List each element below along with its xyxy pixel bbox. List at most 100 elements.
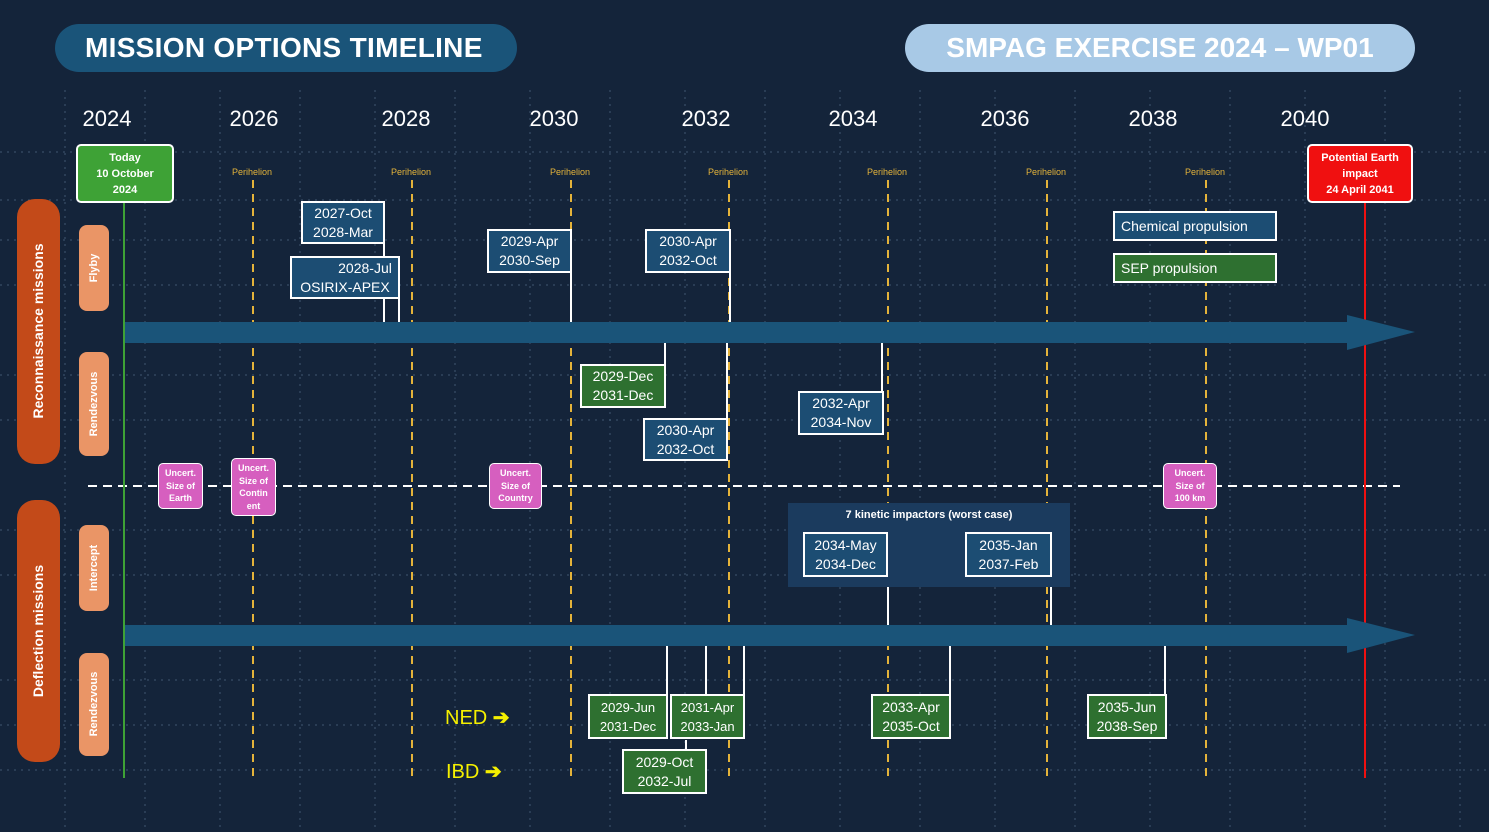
uncertainty-line: Size of bbox=[500, 480, 530, 491]
uncertainty-line: Uncert. bbox=[164, 468, 196, 479]
mission-box: 2033-Apr 2035-Oct bbox=[871, 694, 951, 739]
mission-box: 2029-Apr 2030-Sep bbox=[487, 229, 572, 273]
mission-dates-end: 2032-Oct bbox=[656, 440, 715, 457]
year-label: 2024 bbox=[82, 106, 132, 131]
uncertainty-line: Contin bbox=[239, 488, 268, 498]
year-label: 2034 bbox=[828, 106, 878, 131]
ibd-label: IBD bbox=[446, 761, 480, 783]
timeline-arrows bbox=[125, 315, 1415, 653]
uncertainty-line: Uncert. bbox=[499, 468, 531, 479]
recon-rendezvous-label: Rendezvous bbox=[88, 371, 100, 437]
mission-dates-end: 2034-Nov bbox=[810, 414, 872, 430]
mission-dates-end: 2038-Sep bbox=[1096, 717, 1158, 734]
year-label: 2036 bbox=[980, 106, 1030, 131]
mission-dates-end: 2037-Feb bbox=[978, 555, 1039, 572]
mission-dates-start: 2032-Apr bbox=[812, 395, 870, 411]
today-line3: 2024 bbox=[112, 183, 138, 196]
perihelion-label: Perihelion bbox=[549, 167, 591, 177]
mission-dates-end: 2033-Jan bbox=[680, 718, 735, 734]
mission-dates-end: 2032-Oct bbox=[659, 252, 717, 268]
ibd-marker: IBD ➔ bbox=[446, 759, 502, 784]
mission-dates-start: 2035-Jan bbox=[979, 536, 1038, 553]
today-marker: Today 10 October 2024 bbox=[76, 144, 174, 203]
mission-dates-start: 2030-Apr bbox=[659, 233, 717, 249]
uncertainty-line: ent bbox=[246, 500, 261, 511]
mission-dates-start: 2030-Apr bbox=[656, 421, 715, 438]
uncertainty-line: 100 km bbox=[1174, 493, 1206, 504]
mission-box: 2029-Dec 2031-Dec bbox=[580, 364, 666, 408]
year-label: 2026 bbox=[229, 106, 279, 131]
mission-box: 2035-Jun 2038-Sep bbox=[1087, 694, 1167, 739]
mission-dates-start: 2029-Oct bbox=[635, 753, 694, 770]
intercept-pill bbox=[79, 525, 109, 611]
exercise-title: SMPAG EXERCISE 2024 – WP01 bbox=[905, 24, 1415, 72]
mission-box: 2027-Oct 2028-Mar bbox=[301, 201, 385, 244]
uncertainty-line: Uncert. bbox=[237, 463, 269, 473]
uncertainty-line: Size of bbox=[1175, 480, 1205, 491]
ned-marker: NED ➔ bbox=[445, 705, 510, 730]
year-label: 2028 bbox=[381, 106, 431, 131]
mission-dates-start: 2034-May bbox=[814, 536, 877, 553]
perihelion-label: Perihelion bbox=[707, 167, 749, 177]
year-label: 2038 bbox=[1128, 106, 1178, 131]
uncertainty-line: Uncert. bbox=[1174, 468, 1206, 479]
legend-chemical: Chemical propulsion bbox=[1113, 211, 1277, 241]
uncertainty-badge: Uncert. Size of 100 km bbox=[1163, 463, 1217, 509]
uncertainty-line: Earth bbox=[168, 493, 192, 504]
mission-box: 2028-Jul OSIRIX-APEX bbox=[290, 256, 400, 299]
mission-dates-end: 2028-Mar bbox=[313, 223, 373, 240]
mission-dates-end: 2030-Sep bbox=[499, 252, 560, 268]
uncertainty-badge: Uncert. Size of Contin ent bbox=[231, 458, 276, 516]
mission-box: 2029-Oct 2032-Jul bbox=[622, 749, 707, 794]
mission-box: 2032-Apr 2034-Nov bbox=[798, 391, 884, 435]
mission-dates-start: 2029-Dec bbox=[592, 368, 654, 384]
mission-box: 2031-Apr 2033-Jan bbox=[670, 694, 745, 739]
perihelion-label: Perihelion bbox=[231, 167, 273, 177]
impact-line1: Potential Earth bbox=[1321, 151, 1399, 164]
recon-section-pill bbox=[17, 199, 60, 464]
year-label: 2030 bbox=[529, 106, 579, 131]
mission-box: 2034-May 2034-Dec bbox=[803, 532, 888, 577]
deflection-section-pill bbox=[17, 500, 60, 762]
mission-dates-end: 2035-Oct bbox=[882, 717, 940, 734]
ned-label: NED bbox=[445, 707, 488, 729]
page-title: MISSION OPTIONS TIMELINE bbox=[55, 24, 517, 72]
perihelion-label: Perihelion bbox=[1025, 167, 1067, 177]
mission-dates-start: 2027-Oct bbox=[314, 204, 372, 221]
mission-dates-start: 2035-Jun bbox=[1097, 698, 1157, 715]
mission-dates-start: 2031-Apr bbox=[680, 699, 735, 715]
mission-dates-end: 2031-Dec bbox=[592, 387, 654, 403]
deflection-section-label: Deflection missions bbox=[30, 564, 46, 698]
impact-line2: impact bbox=[1342, 167, 1378, 180]
intercept-label: Intercept bbox=[88, 544, 100, 592]
mission-box: 2035-Jan 2037-Feb bbox=[965, 532, 1052, 577]
year-label: 2040 bbox=[1280, 106, 1330, 131]
impact-marker: Potential Earth impact 24 April 2041 bbox=[1307, 144, 1413, 203]
mission-dates-start: 2028-Jul bbox=[338, 259, 392, 276]
uncertainty-line: Country bbox=[498, 493, 533, 504]
uncertainty-line: Size of bbox=[238, 475, 268, 486]
mission-dates-end: 2034-Dec bbox=[815, 555, 876, 572]
recon-section-label: Reconnaissance missions bbox=[30, 243, 46, 419]
arrow-right-icon: ➔ bbox=[492, 707, 510, 729]
today-line1: Today bbox=[109, 151, 141, 164]
year-label: 2032 bbox=[681, 106, 731, 131]
kinetic-impactors-title: 7 kinetic impactors (worst case) bbox=[845, 509, 1013, 521]
uncertainty-badge: Uncert. Size of Earth bbox=[158, 463, 203, 509]
defl-rendezvous-label: Rendezvous bbox=[88, 671, 100, 737]
mission-dates-start: 2029-Jun bbox=[600, 699, 656, 715]
mission-box: 2029-Jun 2031-Dec bbox=[588, 694, 668, 739]
arrow-right-icon: ➔ bbox=[484, 761, 502, 783]
flyby-pill bbox=[79, 225, 109, 311]
defl-rendezvous-pill bbox=[79, 653, 109, 756]
perihelion-label: Perihelion bbox=[1184, 167, 1226, 177]
legend-sep: SEP propulsion bbox=[1113, 253, 1277, 283]
mission-dates-start: 2029-Apr bbox=[500, 233, 559, 249]
flyby-label: Flyby bbox=[88, 253, 100, 283]
today-line2: 10 October bbox=[96, 167, 154, 180]
uncertainty-line: Size of bbox=[165, 480, 195, 491]
mission-name: OSIRIX-APEX bbox=[300, 278, 390, 295]
uncertainty-badge: Uncert. Size of Country bbox=[489, 463, 542, 509]
perihelion-label: Perihelion bbox=[866, 167, 908, 177]
